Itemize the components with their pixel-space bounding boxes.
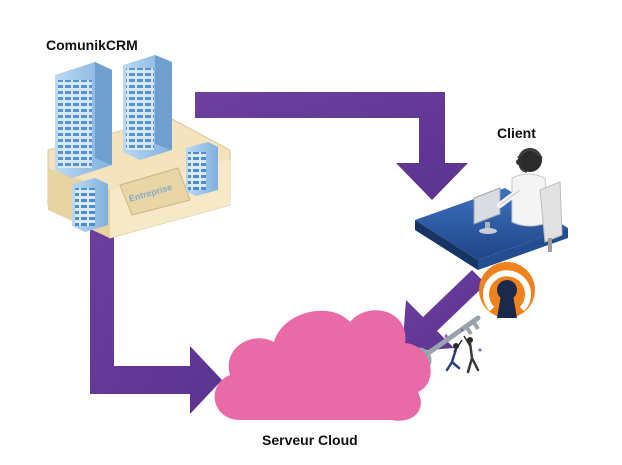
client-label: Client (497, 125, 536, 141)
cloud-icon (214, 310, 431, 421)
arrow-crm-to-cloud (90, 210, 222, 414)
call-agent-icon (415, 148, 568, 270)
arrow-client-to-cloud (402, 270, 486, 352)
openvpn-keyhole-icon (479, 262, 535, 318)
arrow-crm-to-client (195, 92, 468, 200)
crm-label: ComunikCRM (46, 37, 138, 53)
cloud-label: Serveur Cloud (262, 432, 358, 448)
enterprise-buildings-icon: Entreprise (47, 55, 231, 239)
